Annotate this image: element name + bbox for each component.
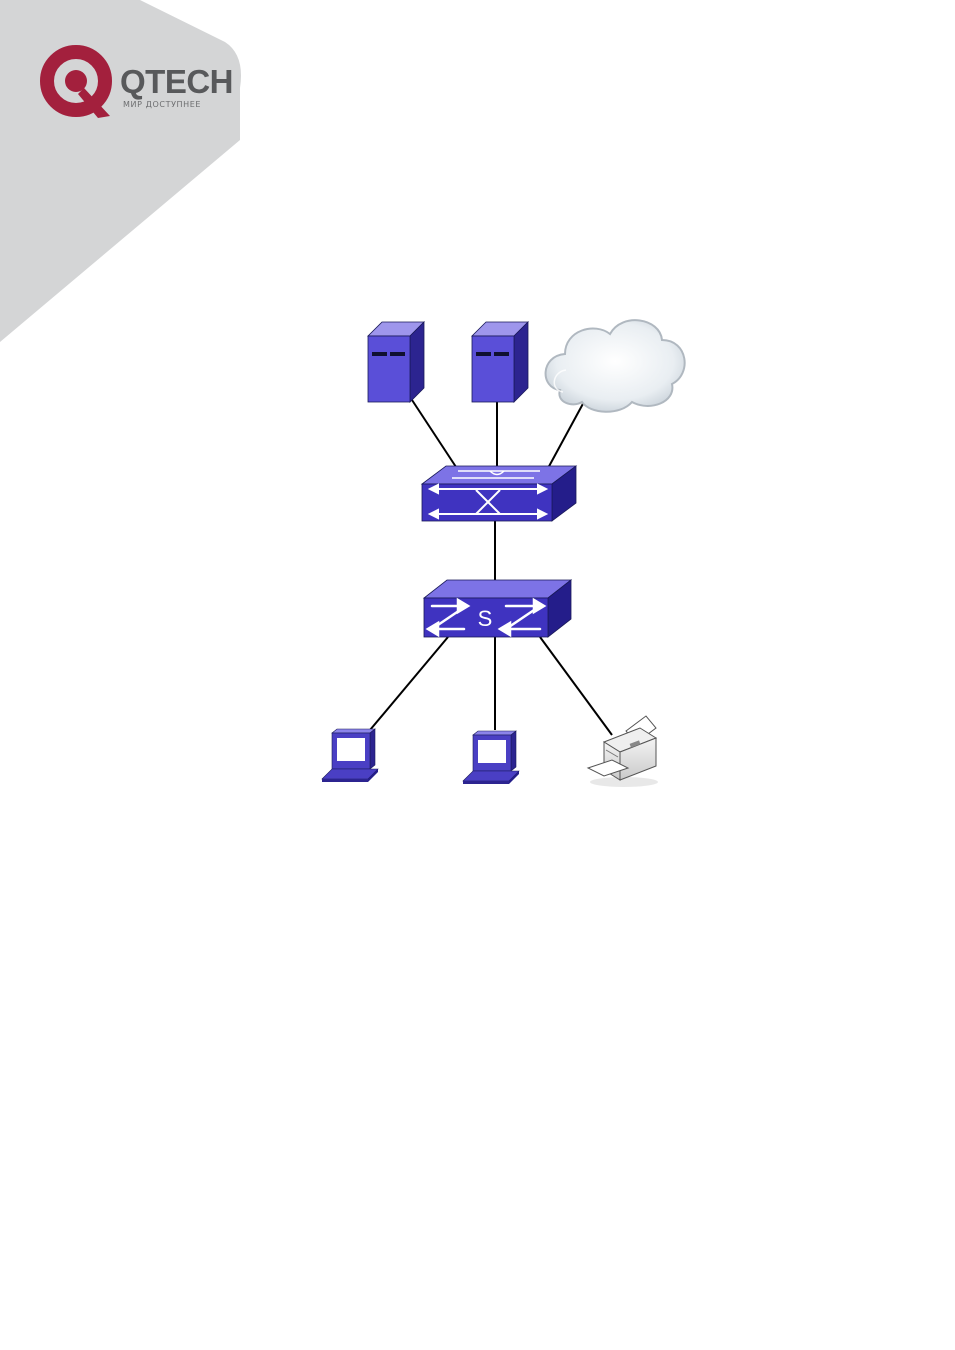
- link-cloud-core: [547, 400, 585, 470]
- switch-icon: S: [424, 580, 571, 637]
- printer-icon: [588, 716, 658, 787]
- router-switch-icon: [422, 466, 576, 521]
- switch-label: S: [478, 606, 493, 631]
- link-access-laptop-1: [370, 637, 448, 730]
- link-access-printer: [540, 637, 612, 735]
- cloud-icon: [546, 320, 685, 412]
- laptop-icon: [322, 729, 378, 782]
- link-server-1-core: [412, 400, 458, 470]
- server-icon: [472, 322, 528, 402]
- laptop-icon: [463, 731, 519, 784]
- server-icon: [368, 322, 424, 402]
- network-links: [370, 400, 612, 735]
